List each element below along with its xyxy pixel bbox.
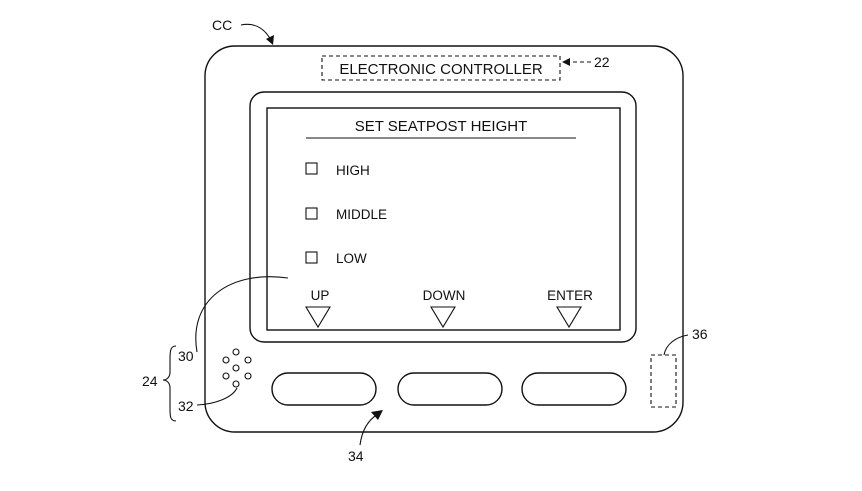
option-label-middle: MIDDLE (336, 207, 387, 222)
controller-arrowhead (562, 58, 570, 66)
speaker-grille (222, 348, 252, 388)
device-ref-arrowhead (266, 35, 274, 45)
softkey-indicator-up (305, 306, 331, 329)
controller-label: ELECTRONIC CONTROLLER (339, 61, 543, 78)
device-ref-label: CC (212, 17, 232, 33)
buttons-ref-leader (359, 413, 379, 446)
assembly-ref: 24 (142, 373, 158, 389)
component-box (650, 354, 677, 408)
buttons-ref: 34 (348, 448, 364, 464)
speaker-ref-leader (196, 387, 238, 406)
display-bezel (249, 91, 637, 343)
component-ref: 36 (692, 326, 708, 342)
component-ref-leader (663, 334, 689, 356)
softkey-indicator-enter (556, 306, 582, 329)
display-screen (266, 107, 621, 331)
option-label-high: HIGH (336, 163, 370, 178)
option-checkbox-middle[interactable] (305, 207, 318, 220)
softkey-indicator-down (430, 306, 456, 329)
softkey-label-down: DOWN (423, 288, 466, 303)
option-label-low: LOW (336, 251, 367, 266)
softkey-label-up: UP (311, 288, 330, 303)
controller-box (321, 55, 561, 81)
button-up[interactable] (271, 372, 377, 406)
option-checkbox-low[interactable] (305, 251, 318, 264)
screen-title: SET SEATPOST HEIGHT (355, 118, 528, 135)
button-down[interactable] (397, 372, 503, 406)
speaker-ref: 32 (178, 398, 194, 414)
button-enter[interactable] (521, 372, 627, 406)
option-checkbox-high[interactable] (305, 162, 318, 175)
softkey-label-enter: ENTER (547, 288, 593, 303)
display-ref: 30 (178, 348, 194, 364)
buttons-ref-arrowhead (371, 410, 383, 420)
assembly-brace (162, 345, 177, 422)
device-housing (204, 45, 684, 433)
display-ref-leader (195, 276, 289, 353)
controller-ref: 22 (594, 54, 610, 70)
